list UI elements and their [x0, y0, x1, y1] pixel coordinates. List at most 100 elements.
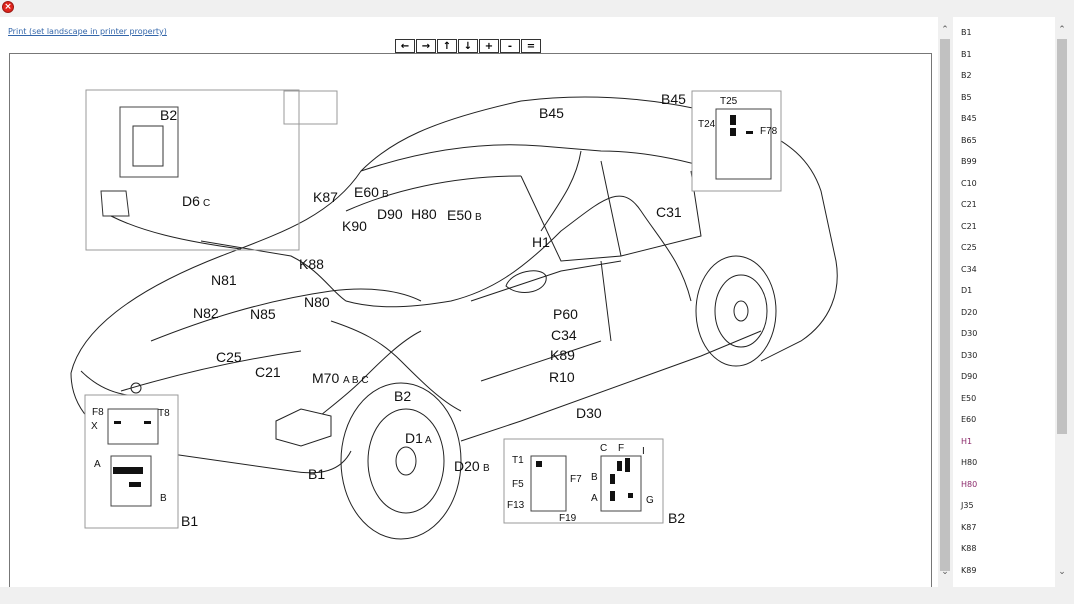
label-t25: T25 [720, 96, 738, 107]
label-n85: N85 [250, 306, 276, 322]
label-c25: C25 [216, 349, 242, 365]
label-n81: N81 [211, 272, 237, 288]
component-list-item[interactable]: D1 [961, 286, 973, 295]
component-list-item[interactable]: D90 [961, 372, 978, 381]
label-m70: M70 [312, 370, 339, 386]
label-a-left: A [94, 459, 101, 470]
status-bar [0, 587, 1074, 604]
label-b2-top: B2 [160, 107, 177, 123]
zoom-out-button[interactable]: - [500, 39, 520, 53]
component-list-item[interactable]: C10 [961, 178, 977, 188]
label-b45-box: B45 [661, 91, 686, 107]
label-t8: T8 [158, 408, 170, 419]
car-wiring-diagram: B2 D6 C K87 E60 B D90 H80 E50 B K90 H1 B… [70, 89, 838, 540]
label-f78: F78 [760, 126, 778, 137]
label-b-r: B [591, 472, 598, 483]
label-g-r: G [646, 495, 654, 506]
up-arrow-button[interactable]: ↑ [437, 39, 457, 53]
component-list-item[interactable]: B1 [961, 28, 972, 37]
component-list-item[interactable]: D30 [961, 350, 978, 360]
label-b2-mid: B2 [394, 388, 411, 404]
label-b1-box: B1 [181, 513, 198, 529]
component-list-item[interactable]: C21 [961, 200, 977, 209]
label-p60: P60 [553, 306, 578, 322]
label-h80: H80 [411, 206, 437, 222]
label-k89: K89 [550, 347, 575, 363]
label-e60: E60 [354, 184, 379, 200]
close-icon[interactable]: × [2, 1, 14, 13]
label-b-left: B [160, 493, 167, 504]
fit-button[interactable]: = [521, 39, 541, 53]
component-list-item[interactable]: K87 [961, 522, 977, 532]
component-list-item[interactable]: B1 [961, 49, 972, 59]
component-list-item[interactable]: E60 [961, 415, 977, 424]
label-c34: C34 [551, 327, 577, 343]
label-f13: F13 [507, 500, 525, 511]
label-k87: K87 [313, 189, 338, 205]
label-d20: D20 [454, 458, 480, 474]
component-list-item[interactable]: C34 [961, 264, 977, 274]
scroll-down-icon[interactable]: ⌄ [941, 567, 949, 577]
label-t24: T24 [698, 119, 716, 130]
component-list-item[interactable]: K88 [961, 544, 977, 553]
toolbar: ← → ↑ ↓ + - = [395, 39, 541, 53]
label-d90: D90 [377, 206, 403, 222]
label-d30: D30 [576, 405, 602, 421]
diagram-scrollbar[interactable]: ⌃ ⌄ [938, 17, 952, 587]
zoom-in-button[interactable]: + [479, 39, 499, 53]
label-f-r: F [618, 443, 624, 454]
label-e50-sub: B [475, 212, 482, 223]
component-list-item[interactable]: C25 [961, 243, 977, 252]
label-n82: N82 [193, 305, 219, 321]
list-scrollbar[interactable]: ⌃ ⌄ [1055, 17, 1069, 587]
label-h1: H1 [532, 234, 550, 250]
label-b1: B1 [308, 466, 325, 482]
label-d20-sub: B [483, 463, 490, 474]
label-b45: B45 [539, 105, 564, 121]
component-list-item[interactable]: J35 [961, 501, 974, 510]
scroll-thumb[interactable] [1057, 39, 1067, 434]
label-d6-sub: C [203, 198, 210, 209]
left-arrow-button[interactable]: ← [395, 39, 415, 53]
label-d6: D6 [182, 193, 200, 209]
scroll-thumb[interactable] [940, 39, 950, 571]
label-r10: R10 [549, 369, 575, 385]
label-d1-sub: A [425, 435, 432, 446]
label-i-r: I [642, 446, 645, 457]
down-arrow-button[interactable]: ↓ [458, 39, 478, 53]
label-k88: K88 [299, 256, 324, 272]
right-arrow-button[interactable]: → [416, 39, 436, 53]
label-e60-sub: B [382, 189, 389, 200]
component-list-item[interactable]: B65 [961, 135, 977, 145]
component-list-item[interactable]: H80 [961, 479, 978, 489]
label-b2-box: B2 [668, 510, 685, 526]
label-t1: T1 [512, 455, 524, 466]
label-n80: N80 [304, 294, 330, 310]
component-list-item[interactable]: D30 [961, 329, 978, 338]
component-list-item[interactable]: H1 [961, 436, 973, 446]
label-a-r: A [591, 493, 598, 504]
component-list-item[interactable]: H80 [961, 458, 978, 467]
scroll-up-icon[interactable]: ⌃ [941, 25, 949, 35]
label-f8: F8 [92, 407, 104, 418]
wiring-diagram-frame[interactable]: B2 D6 C K87 E60 B D90 H80 E50 B K90 H1 B… [9, 53, 932, 600]
print-link[interactable]: Print (set landscape in printer property… [8, 27, 167, 36]
component-list-item[interactable]: D20 [961, 307, 978, 317]
label-f19: F19 [559, 513, 577, 524]
component-list-item[interactable]: K89 [961, 565, 977, 575]
component-list-item[interactable]: B45 [961, 114, 977, 123]
component-list-item[interactable]: B5 [961, 92, 972, 102]
label-f5: F5 [512, 479, 524, 490]
scroll-down-icon[interactable]: ⌄ [1058, 567, 1066, 577]
component-list-item[interactable]: E50 [961, 393, 977, 403]
component-list-item[interactable]: C21 [961, 221, 977, 231]
label-f7: F7 [570, 474, 582, 485]
component-list-item[interactable]: B99 [961, 157, 977, 166]
scroll-up-icon[interactable]: ⌃ [1058, 25, 1066, 35]
label-d1: D1 [405, 430, 423, 446]
label-m70-sub: A B C [343, 375, 369, 386]
label-c31: C31 [656, 204, 682, 220]
label-x: X [91, 421, 98, 432]
component-list-item[interactable]: B2 [961, 71, 972, 80]
